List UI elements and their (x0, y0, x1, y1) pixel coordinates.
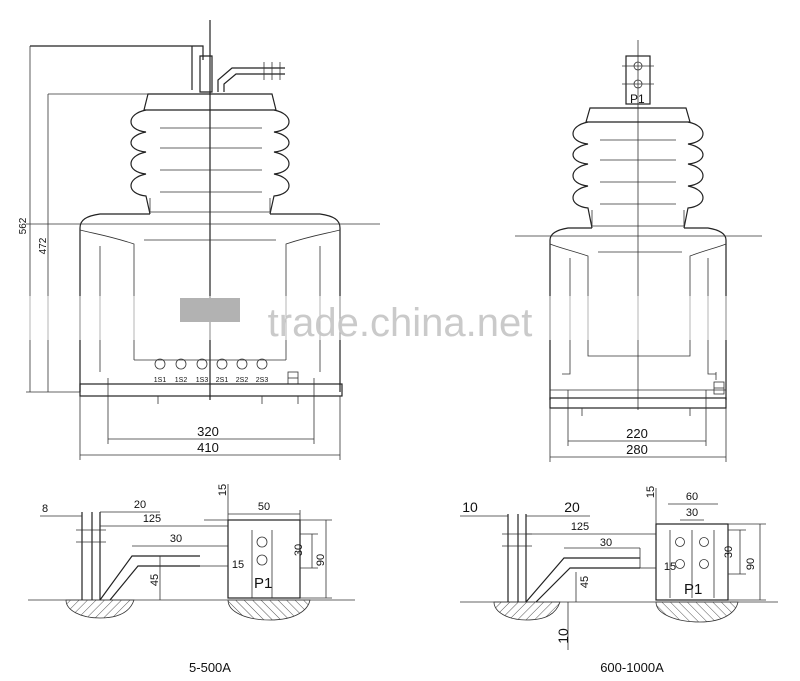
dim-r-d30c: 30 (723, 546, 735, 558)
right-terminal-label: P1 (630, 92, 645, 106)
dim-height-body: 472 (38, 237, 49, 254)
left-main-view (26, 20, 380, 460)
left-terminal-block: 1S1 1S2 1S3 2S1 2S2 2S3 (154, 358, 269, 384)
dim-d20: 20 (134, 499, 146, 511)
dim-d125: 125 (143, 513, 161, 525)
watermark-text: trade.china.net (268, 301, 533, 345)
detail-right-terminal: P1 (684, 581, 702, 598)
dim-width-inner: 320 (197, 424, 219, 439)
dim-r-d30a: 30 (600, 537, 612, 549)
dim-r-d90: 90 (745, 558, 757, 570)
dim-d30a: 30 (170, 533, 182, 545)
dim-r-d20: 20 (564, 499, 580, 515)
caption-right: 600-1000A (600, 660, 664, 675)
dim-d15a: 15 (217, 484, 229, 496)
dim-d90: 90 (315, 554, 327, 566)
right-main-view (515, 40, 762, 462)
terminal-label: 1S1 (154, 377, 167, 384)
terminal-label: 2S1 (216, 377, 229, 384)
dim-d45: 45 (149, 574, 161, 586)
dim-r-d15a: 15 (645, 486, 657, 498)
detail-left-terminal: P1 (254, 575, 272, 592)
dim-d30b: 30 (293, 544, 305, 556)
terminal-label: 2S3 (256, 377, 269, 384)
detail-right (460, 488, 778, 650)
dim-r-d60: 60 (686, 491, 698, 503)
dim-width-outer: 410 (197, 440, 219, 455)
dim-height-overall: 562 (18, 217, 29, 234)
watermark: trade.china.net (15, 296, 775, 345)
terminal-label: 1S2 (175, 377, 188, 384)
terminal-label: 1S3 (196, 377, 209, 384)
dim-r-d10a: 10 (462, 499, 478, 515)
dim-d8: 8 (42, 503, 48, 515)
terminal-label: 2S2 (236, 377, 249, 384)
caption-left: 5-500A (189, 660, 231, 675)
dim-r-d10b: 10 (555, 628, 571, 644)
dim-d50: 50 (258, 501, 270, 513)
dim-r-d45: 45 (579, 576, 591, 588)
dim-r-d15b: 15 (664, 561, 676, 573)
dim-right-width-inner: 220 (626, 426, 648, 441)
dim-d15b: 15 (232, 559, 244, 571)
dim-r-d30b: 30 (686, 507, 698, 519)
dim-right-width-outer: 280 (626, 442, 648, 457)
dim-r-d125: 125 (571, 521, 589, 533)
detail-left (28, 484, 355, 621)
